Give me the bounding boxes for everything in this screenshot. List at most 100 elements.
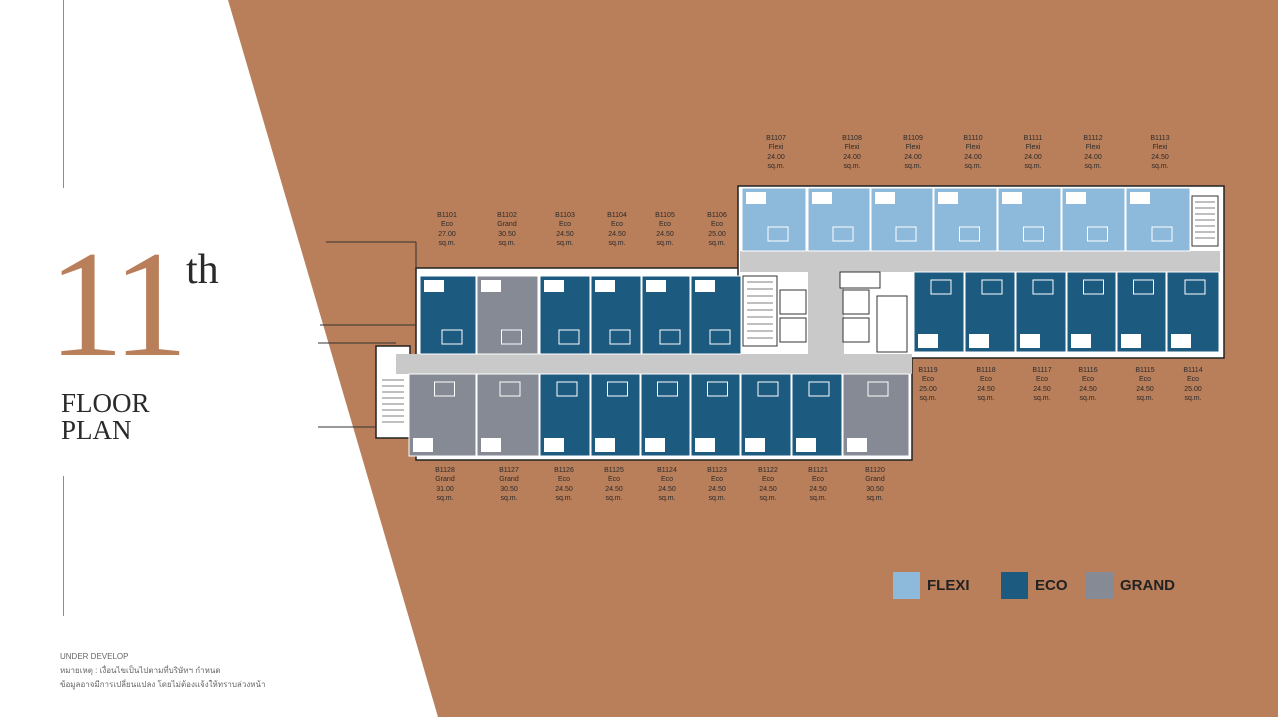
unit-type: Grand [499, 476, 519, 484]
balcony [812, 192, 832, 204]
unit-type: Flexi [905, 144, 921, 152]
legend-eco: ECO [1001, 572, 1068, 599]
unit-B1110 [933, 187, 998, 252]
bathroom [607, 381, 628, 397]
balcony [1121, 334, 1141, 348]
unit-type: Eco [1138, 376, 1152, 384]
unit-unit: sq.m. [605, 495, 623, 503]
unit-type: Eco [660, 476, 674, 484]
unit-type: Eco [610, 221, 624, 229]
balcony [1171, 334, 1191, 348]
unit-unit: sq.m. [658, 495, 676, 503]
unit-unit: sq.m. [708, 240, 726, 248]
unit-B1111 [997, 187, 1062, 252]
unit-unit: sq.m. [866, 495, 884, 503]
unit-area: 24.50 [759, 485, 777, 493]
balcony [1071, 334, 1091, 348]
unit-unit: sq.m. [1024, 163, 1042, 171]
unit-B1115 [1116, 271, 1167, 353]
unit-type: Eco [1186, 376, 1200, 384]
unit-area: 24.00 [1024, 153, 1042, 161]
balcony [938, 192, 958, 204]
unit-area: 30.50 [498, 230, 516, 238]
lift-0 [779, 289, 807, 315]
unit-id: B1111 [1023, 135, 1043, 142]
note-line-1: หมายเหตุ : เงื่อนไขเป็นไปตามที่บริษัทฯ ก… [60, 666, 221, 675]
unit-room [419, 275, 477, 355]
utility-room [839, 271, 881, 289]
legend-eco-swatch [1001, 572, 1028, 599]
balcony [746, 192, 766, 204]
unit-B1117 [1015, 271, 1067, 353]
unit-area: 24.00 [964, 153, 982, 161]
unit-unit: sq.m. [556, 240, 574, 248]
unit-id: B1101 [437, 212, 457, 219]
unit-B1101 [419, 275, 477, 355]
unit-unit: sq.m. [708, 495, 726, 503]
unit-area: 24.50 [1033, 385, 1051, 393]
unit-area: 25.00 [1184, 385, 1202, 393]
balcony [595, 280, 615, 292]
west-corridor [396, 354, 912, 374]
balcony [918, 334, 938, 348]
balcony [481, 280, 501, 292]
unit-unit: sq.m. [759, 495, 777, 503]
bathroom [930, 279, 952, 295]
unit-unit: sq.m. [919, 395, 937, 403]
unit-B1104 [590, 275, 642, 355]
unit-unit: sq.m. [809, 495, 827, 503]
floor-plan-title: FLOOR PLAN [61, 390, 150, 444]
bathroom [808, 381, 830, 397]
unit-unit: sq.m. [1136, 395, 1154, 403]
unit-area: 24.00 [843, 153, 861, 161]
title-line-2: PLAN [61, 415, 132, 445]
bathroom [1023, 226, 1044, 242]
unit-unit: sq.m. [656, 240, 674, 248]
unit-area: 24.50 [556, 230, 574, 238]
unit-unit: sq.m. [1033, 395, 1051, 403]
unit-type: Eco [979, 376, 993, 384]
floor-suffix: th [186, 247, 219, 293]
unit-B1122 [740, 373, 792, 457]
unit-type: Grand [435, 476, 455, 484]
unit-id: B1107 [766, 135, 786, 142]
unit-id: B1113 [1150, 135, 1170, 142]
unit-type: Flexi [965, 144, 981, 152]
bathroom [609, 329, 631, 345]
lift-1 [779, 317, 807, 343]
title-line-1: FLOOR [61, 388, 150, 418]
bathroom [1087, 226, 1108, 242]
balcony [481, 438, 501, 452]
legend-eco-label: ECO [1035, 577, 1068, 594]
unit-B1118 [964, 271, 1016, 353]
bathroom [556, 381, 578, 397]
bathroom [895, 226, 917, 242]
unit-area: 25.00 [708, 230, 726, 238]
unit-type: Flexi [1152, 144, 1168, 152]
balcony [847, 438, 867, 452]
unit-id: B1125 [604, 467, 624, 474]
unit-B1121 [791, 373, 843, 457]
legend-grand-label: GRAND [1120, 577, 1175, 594]
bathroom [558, 329, 580, 345]
stair-box [1191, 195, 1219, 247]
unit-B1124 [640, 373, 691, 457]
west-stair [382, 379, 404, 423]
bathroom [499, 381, 521, 397]
unit-id: B1109 [903, 135, 923, 142]
accent-line-bottom [63, 476, 64, 616]
unit-B1114 [1166, 271, 1220, 353]
unit-B1128 [408, 373, 477, 457]
